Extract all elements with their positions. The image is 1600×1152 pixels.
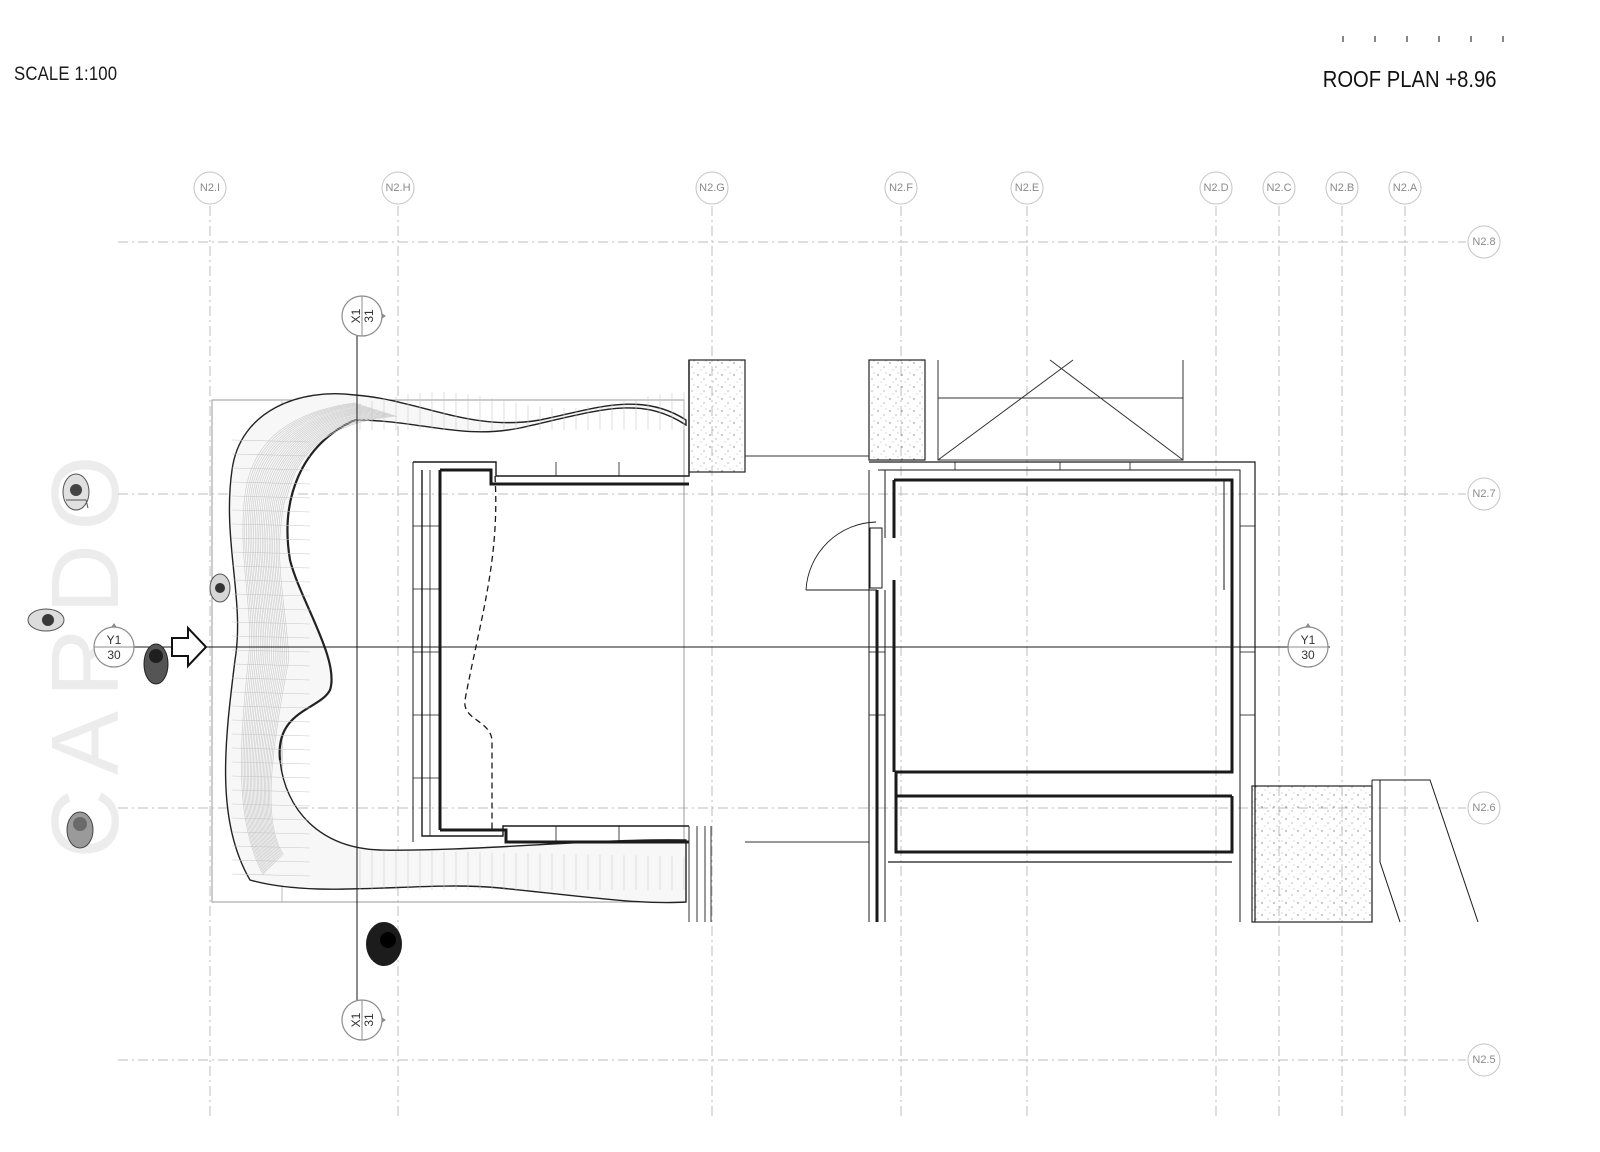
section-ref: X1 — [349, 1012, 363, 1027]
person-figure — [143, 643, 169, 685]
roof-opening — [937, 359, 1184, 461]
right-room — [805, 461, 1479, 923]
person-figure — [366, 922, 402, 966]
section-sheet: 31 — [362, 309, 376, 323]
grid-column-label: N2.F — [889, 182, 913, 194]
grid-bubble-row: N2.8 — [1467, 225, 1501, 259]
grid-column-label: N2.C — [1266, 182, 1291, 194]
hatched-column-right — [1251, 785, 1373, 923]
curved-canopy — [224, 392, 687, 904]
grid-column-label: N2.H — [385, 182, 410, 194]
drawing-title: ROOF PLAN +8.96 — [1322, 66, 1496, 92]
grid-bubble-row: N2.7 — [1467, 477, 1501, 511]
grid-bubble-column: N2.E — [1010, 171, 1044, 205]
grid-bubble-row: N2.6 — [1467, 791, 1501, 825]
grid-bubble-column: N2.A — [1388, 171, 1422, 205]
grid-bubble-column: N2.H — [381, 171, 415, 205]
grid-column-label: N2.E — [1015, 182, 1039, 194]
entry-arrow — [171, 625, 208, 669]
grid-row-label: N2.5 — [1472, 1054, 1495, 1066]
grid-lines — [118, 206, 1466, 1118]
section-sheet: 30 — [107, 648, 121, 662]
section-marker-x1-bottom: X1 31 — [341, 999, 386, 1041]
person-figure — [27, 608, 65, 632]
grid-column-label: N2.A — [1393, 182, 1418, 194]
section-marker-y1-left: Y1 30 — [93, 623, 135, 668]
grid-column-label: N2.B — [1330, 182, 1354, 194]
section-sheet: 31 — [362, 1013, 376, 1027]
grid-column-label: N2.D — [1203, 182, 1228, 194]
section-sheet: 30 — [1301, 648, 1315, 662]
person-figure — [209, 573, 231, 603]
section-marker-y1-right: Y1 30 — [1287, 623, 1329, 668]
person-figure — [62, 473, 90, 511]
hatched-column-left — [688, 359, 746, 473]
grid-bubble-column: N2.G — [695, 171, 729, 205]
person-figure — [66, 811, 94, 849]
scale-label: SCALE 1:100 — [14, 64, 118, 85]
grid-column-label: N2.I — [200, 182, 220, 194]
grid-bubble-column: N2.C — [1262, 171, 1296, 205]
grid-bubble-row: N2.5 — [1467, 1043, 1501, 1077]
sheet-tick-marks — [1342, 36, 1532, 44]
left-room — [412, 360, 690, 844]
grid-row-label: N2.7 — [1472, 488, 1495, 500]
grid-bubble-column: N2.I — [193, 171, 227, 205]
section-ref: Y1 — [107, 633, 122, 647]
grid-bubble-column: N2.D — [1199, 171, 1233, 205]
site-boundary — [211, 399, 685, 903]
people-figures — [27, 473, 402, 966]
section-ref: X1 — [349, 308, 363, 323]
section-ref: Y1 — [1301, 633, 1316, 647]
hatched-column-mid — [868, 359, 926, 461]
grid-bubbles: N2.I N2.H N2.G N2.F N2.E N2.D N2.C N2.B N2.A N2.8… — [193, 171, 1501, 1077]
grid-bubble-column: N2.F — [884, 171, 918, 205]
grid-bubble-column: N2.B — [1325, 171, 1359, 205]
grid-column-label: N2.G — [699, 182, 725, 194]
grid-row-label: N2.8 — [1472, 236, 1495, 248]
section-marker-x1-top: X1 31 — [341, 295, 386, 337]
grid-row-label: N2.6 — [1472, 802, 1495, 814]
